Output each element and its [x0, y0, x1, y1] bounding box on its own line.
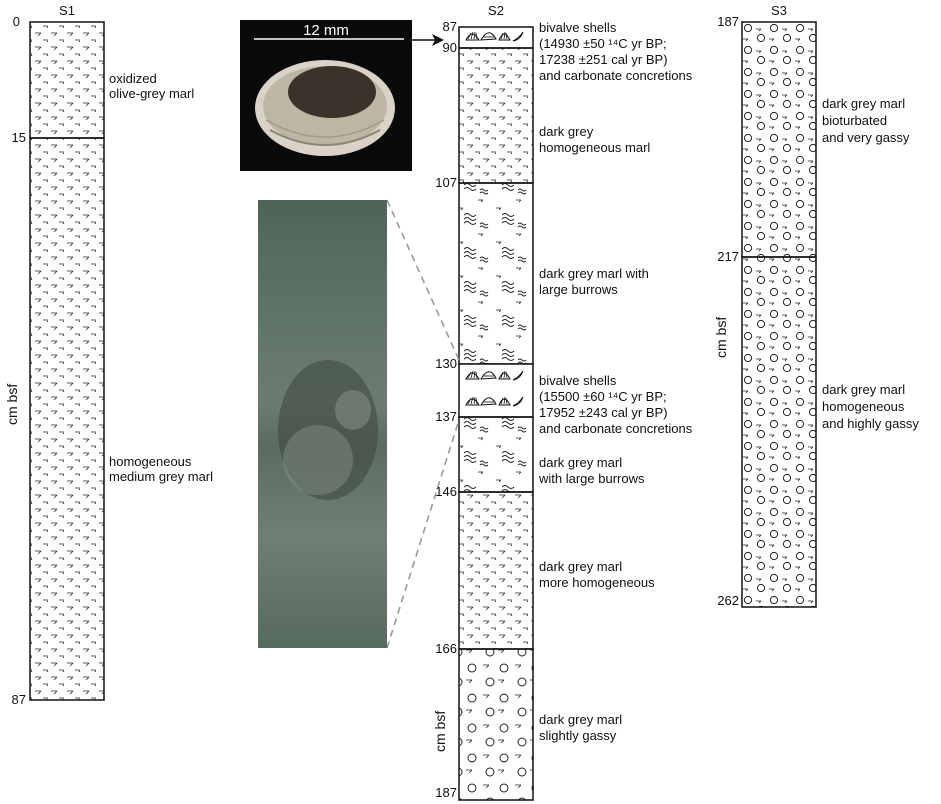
unit-description: dark grey marl homogeneous and highly ga…: [822, 382, 919, 431]
depth-label: 137: [435, 409, 457, 424]
shell-photo: 12 mm: [240, 20, 412, 171]
depth-label: 107: [435, 175, 457, 190]
unit-description: dark grey marl slightly gassy: [539, 712, 623, 743]
column-s1: [29, 21, 105, 701]
depth-label: 187: [717, 14, 739, 29]
unit-description: dark grey marl with large burrows: [539, 266, 649, 297]
axis-title-s2: cm bsf: [432, 710, 448, 752]
column-s2: [458, 26, 534, 801]
depth-label: 130: [435, 356, 457, 371]
axis-title-s3: cm bsf: [713, 316, 729, 358]
unit-description: dark grey homogeneous marl: [539, 124, 651, 155]
depth-label: 217: [717, 249, 739, 264]
section-header-s3: S3: [771, 3, 787, 18]
section-header-s1: S1: [59, 3, 75, 18]
zoom-lines: [386, 199, 460, 649]
unit-description: dark grey marl with large burrows: [539, 455, 645, 486]
depth-label: 166: [435, 641, 457, 656]
section-header-s2: S2: [488, 3, 504, 18]
unit-description: dark grey marl bioturbated and very gass…: [822, 96, 910, 145]
core-photo: [258, 200, 387, 648]
unit-description: dark grey marl more homogeneous: [539, 559, 655, 590]
depth-label: 15: [11, 130, 26, 145]
depth-label: 0: [12, 14, 20, 29]
unit-description: homogeneous medium grey marl: [109, 454, 214, 484]
depth-label: 187: [435, 785, 457, 800]
depth-label: 90: [442, 40, 457, 55]
column-s3: [741, 21, 817, 608]
unit-description: bivalve shells (14930 ±50 ¹⁴C yr BP; 172…: [539, 20, 693, 83]
depth-label: 146: [435, 484, 457, 499]
shell-arrow: [412, 34, 444, 46]
depth-label: 87: [11, 692, 26, 707]
unit-description: oxidized olive-grey marl: [109, 71, 195, 101]
unit-description: bivalve shells (15500 ±60 ¹⁴C yr BP; 179…: [539, 373, 693, 436]
depth-label: 87: [442, 19, 457, 34]
depth-label: 262: [717, 593, 739, 608]
axis-title-s1: cm bsf: [4, 383, 20, 425]
scale-bar-label: 12 mm: [303, 22, 349, 39]
